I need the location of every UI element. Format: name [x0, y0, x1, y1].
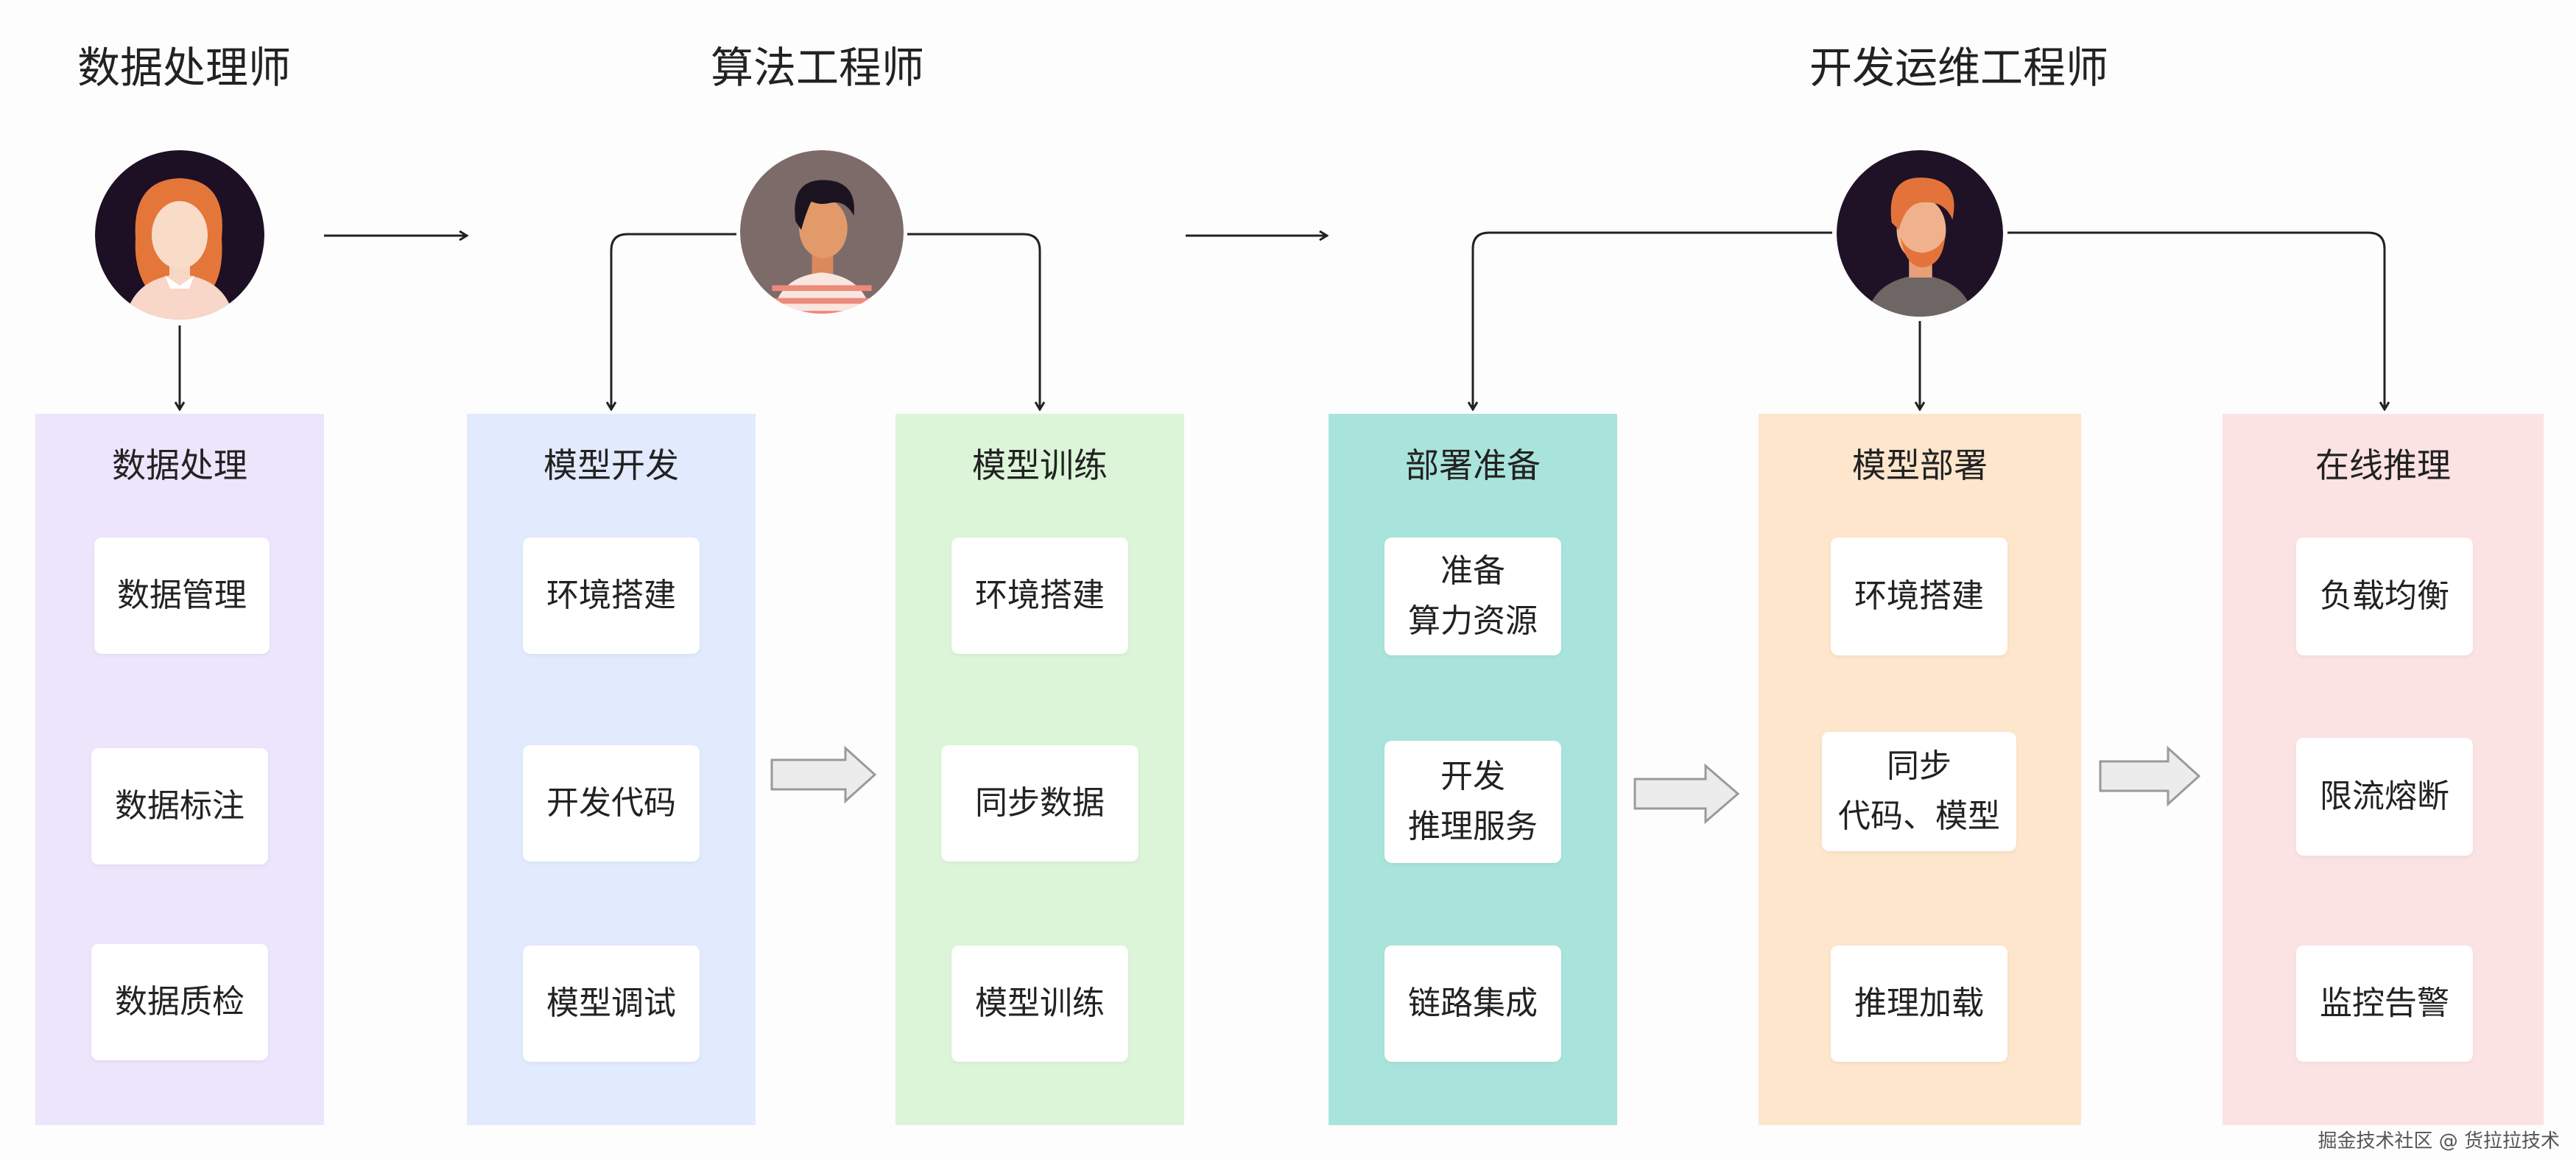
role-title-devops-engineer: 开发运维工程师 [1809, 43, 2108, 93]
devops-engineer-avatar [1837, 150, 2003, 317]
stage-title: 模型训练 [972, 445, 1108, 485]
task-card: 同步 代码、模型 [1822, 732, 2016, 851]
task-card: 数据管理 [94, 538, 270, 654]
task-card: 链路集成 [1384, 945, 1561, 1062]
block-arrow-prep-to-deploy [1633, 763, 1740, 825]
role-title-data-processor: 数据处理师 [77, 43, 291, 93]
woman-avatar-icon [95, 150, 264, 320]
task-card: 监控告警 [2296, 945, 2473, 1062]
stage-data-processing: 数据处理 数据管理 数据标注 数据质检 [35, 414, 324, 1125]
stage-title: 在线推理 [2315, 445, 2451, 485]
stage-model-deployment: 模型部署 环境搭建 同步 代码、模型 推理加载 [1759, 414, 2081, 1125]
data-processor-avatar [95, 150, 264, 320]
arrow-to-online-inference [2007, 231, 2385, 409]
stage-model-training: 模型训练 环境搭建 同步数据 模型训练 [895, 414, 1184, 1125]
task-card: 环境搭建 [523, 538, 700, 654]
task-card: 开发代码 [523, 745, 700, 862]
source-watermark: 掘金技术社区 @ 货拉拉技术 [2318, 1130, 2560, 1152]
man-avatar-icon [740, 150, 904, 314]
stage-deploy-preparation: 部署准备 准备 算力资源 开发 推理服务 链路集成 [1329, 414, 1617, 1125]
task-card: 同步数据 [941, 745, 1139, 862]
arrow-to-model-development [611, 233, 736, 409]
task-card: 环境搭建 [1831, 538, 2007, 655]
stage-title: 部署准备 [1405, 445, 1541, 485]
arrow-to-deploy-prep [1473, 231, 1832, 409]
stage-online-inference: 在线推理 负载均衡 限流熔断 监控告警 [2223, 414, 2544, 1125]
block-arrow-deploy-to-inference [2099, 745, 2201, 807]
role-title-algorithm-engineer: 算法工程师 [710, 43, 924, 93]
task-card: 环境搭建 [951, 538, 1128, 654]
stage-title: 模型开发 [543, 445, 679, 485]
bearded-man-avatar-icon [1837, 150, 2003, 317]
algorithm-engineer-avatar [740, 150, 904, 314]
task-card: 限流熔断 [2296, 738, 2473, 856]
stage-title: 数据处理 [112, 445, 247, 485]
task-card: 数据质检 [91, 944, 268, 1060]
task-card: 数据标注 [91, 748, 268, 864]
stage-model-development: 模型开发 环境搭建 开发代码 模型调试 [467, 414, 756, 1125]
stage-title: 模型部署 [1852, 445, 1988, 485]
task-card: 模型调试 [523, 945, 700, 1062]
task-card: 推理加载 [1831, 945, 2007, 1062]
block-arrow-dev-to-train [770, 745, 877, 804]
task-card: 负载均衡 [2296, 538, 2473, 655]
task-card: 准备 算力资源 [1384, 538, 1561, 655]
task-card: 开发 推理服务 [1384, 741, 1561, 863]
arrow-to-model-training [907, 233, 1040, 409]
task-card: 模型训练 [951, 945, 1128, 1062]
